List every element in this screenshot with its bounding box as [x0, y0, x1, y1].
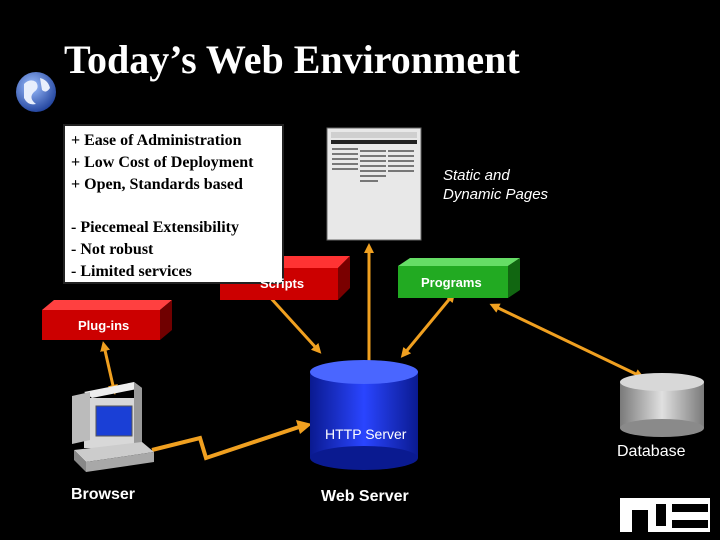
con-item: - Not robust	[71, 241, 154, 258]
arrow-programs-database	[489, 303, 645, 379]
plugins-label: Plug-ins	[78, 318, 130, 333]
con-item: - Piecemeal Extensibility	[71, 219, 239, 236]
network-link	[151, 424, 303, 461]
web-page-thumbnail	[326, 127, 422, 241]
pro-item: + Ease of Administration	[71, 132, 242, 149]
pro-item: + Low Cost of Deployment	[71, 154, 254, 171]
con-item: - Limited services	[71, 263, 192, 280]
company-logo	[620, 498, 710, 532]
programs-label: Programs	[421, 275, 482, 290]
computer-icon	[72, 382, 154, 472]
arrow-plugins-browser	[100, 341, 118, 395]
web-server-label: Web Server	[321, 488, 409, 505]
pros-cons-box: + Ease of Administration + Low Cost of D…	[63, 124, 284, 284]
globe-icon	[16, 72, 56, 112]
database-label: Database	[617, 443, 686, 460]
programs-box	[398, 258, 520, 298]
page-title: Today’s Web Environment	[64, 37, 520, 82]
browser-label: Browser	[71, 486, 136, 503]
database-cylinder	[310, 360, 418, 470]
static-pages-label: Static and Dynamic Pages	[443, 167, 549, 203]
connection-arrows	[100, 243, 645, 395]
database-cylinder-gray	[620, 373, 704, 437]
arrow-server-programs	[400, 292, 456, 358]
http-server-label: HTTP Server	[325, 426, 407, 442]
plugins-box	[42, 300, 172, 340]
scripts-label: Scripts	[260, 276, 305, 291]
pro-item: + Open, Standards based	[71, 176, 243, 193]
